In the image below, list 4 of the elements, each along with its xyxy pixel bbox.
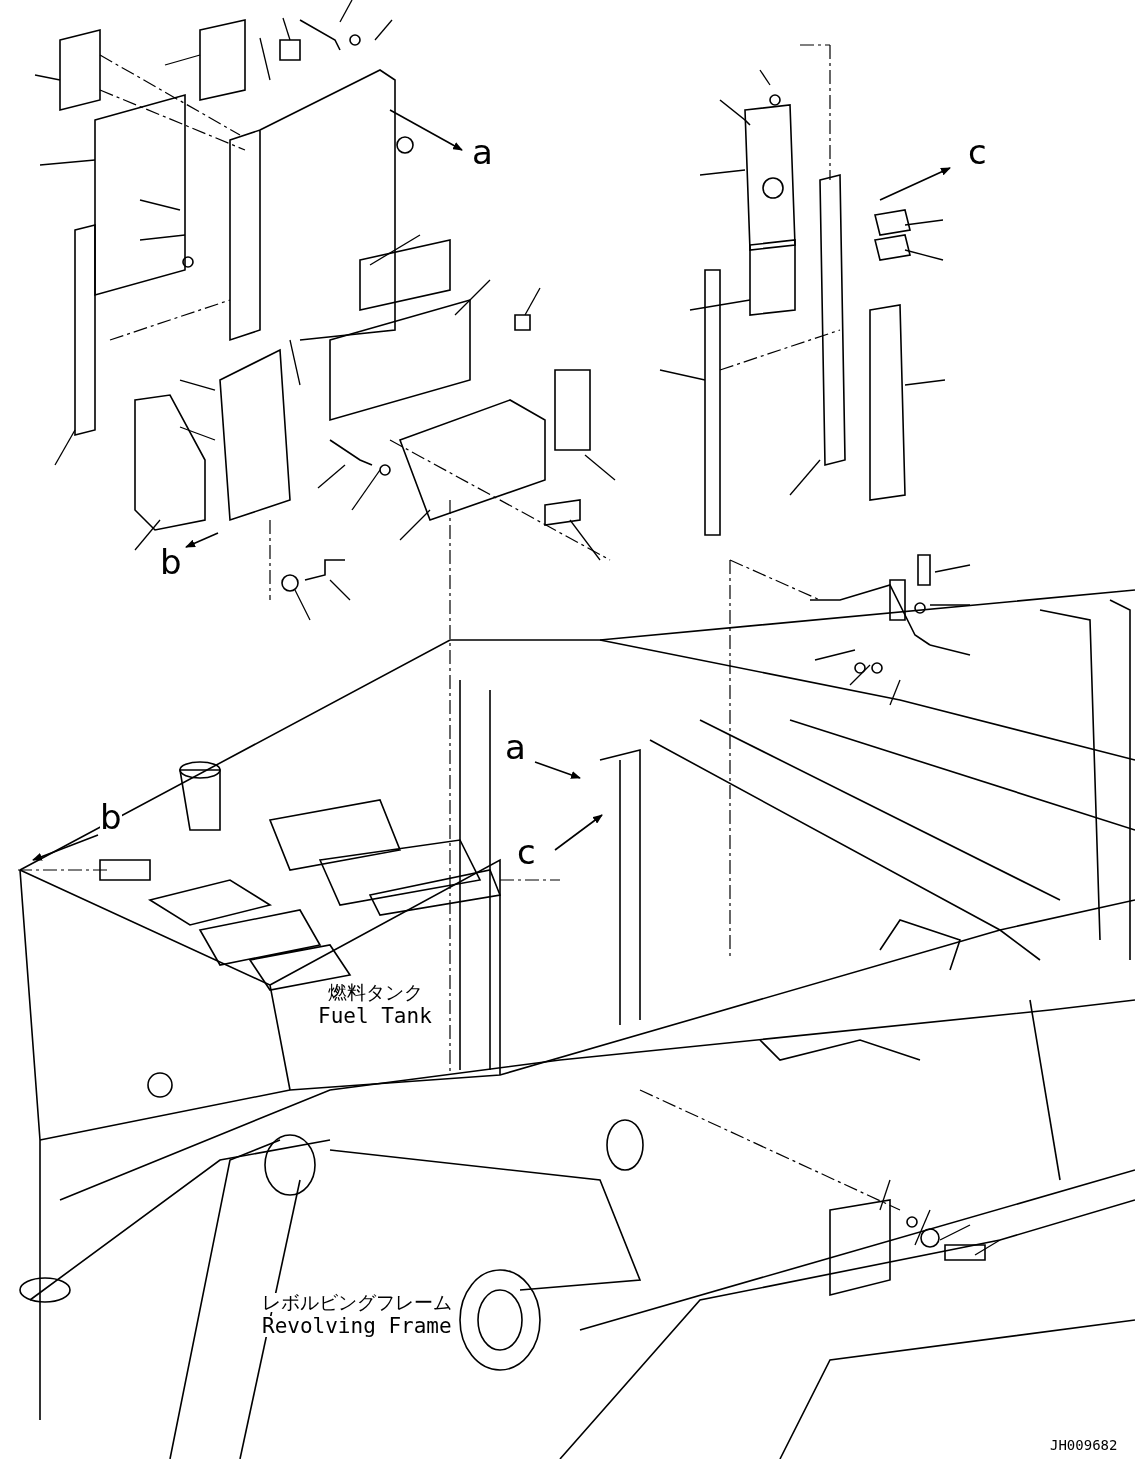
drawing-number: JH009682 bbox=[1050, 1438, 1118, 1452]
part-name: 燃料タンク bbox=[328, 983, 423, 1002]
part-name: レボルビングフレーム bbox=[262, 1293, 452, 1312]
part-name: Revolving Frame bbox=[262, 1316, 452, 1337]
